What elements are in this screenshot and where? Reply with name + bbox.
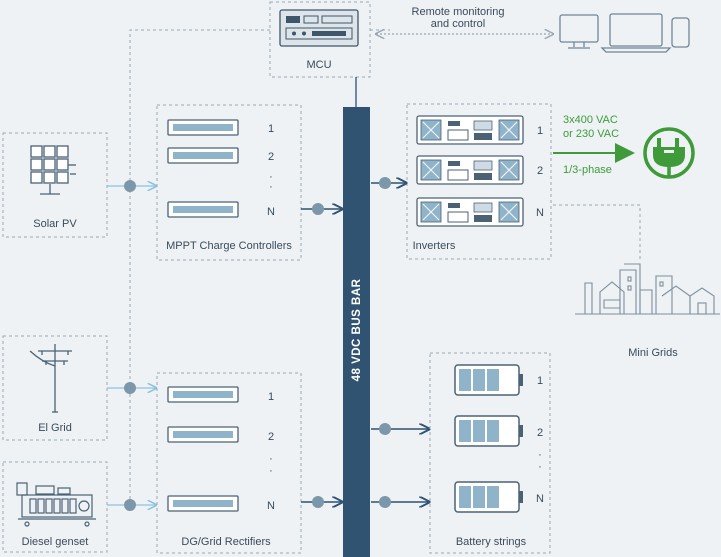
inverter-unit-n [416, 197, 524, 227]
rectifier-ellipsis-2: · [269, 465, 273, 477]
bus-bar [343, 107, 370, 557]
battery-strings-label: Battery strings [456, 536, 527, 548]
mini-grids-label: Mini Grids [628, 347, 678, 359]
plug-icon [643, 127, 695, 179]
monitor-icon [559, 14, 599, 49]
mppt-label: MPPT Charge Controllers [166, 240, 292, 252]
rectifier-unit-2 [167, 426, 239, 443]
mppt-number-n: N [267, 206, 275, 218]
battery-ellipsis-2: · [538, 461, 542, 473]
remote-label-line2: and control [431, 18, 485, 30]
diesel-generator-icon [16, 482, 96, 527]
rectifiers-block[interactable]: 1 2 · · N DG/Grid Rectifiers [156, 372, 302, 554]
solar-panel-icon [30, 145, 76, 195]
battery-number-2: 2 [537, 427, 543, 439]
inverter-number-2: 2 [537, 165, 543, 177]
battery-ellipsis: · [538, 449, 542, 461]
inverters-block[interactable]: 1 2 N Inverters [406, 103, 552, 260]
power-pylon-icon [29, 344, 72, 413]
rectifier-number-n: N [267, 500, 275, 512]
inverter-unit-1 [416, 115, 524, 145]
inverter-number-n: N [536, 207, 544, 219]
controller-icon [279, 9, 359, 47]
rectifier-unit-n [167, 495, 239, 512]
battery-icon [454, 481, 523, 513]
inverter-number-1: 1 [537, 125, 543, 137]
battery-icon [454, 364, 523, 396]
bus-output-connectors [371, 177, 429, 508]
controller-bus-connectors [301, 203, 342, 508]
mppt-ellipsis-2: · [269, 181, 273, 193]
tablet-icon [671, 17, 690, 48]
battery-number-n: N [536, 493, 544, 505]
rectifiers-label: DG/Grid Rectifiers [181, 536, 271, 548]
mcu-block[interactable]: MCU [269, 1, 371, 78]
mppt-number-1: 1 [268, 123, 274, 135]
ac-phase-label: 1/3-phase [563, 164, 612, 176]
solar-pv-label: Solar PV [33, 218, 77, 230]
rectifier-number-2: 2 [268, 431, 274, 443]
battery-number-1: 1 [537, 375, 543, 387]
mppt-block[interactable]: 1 2 · · N MPPT Charge Controllers [156, 104, 302, 261]
ac-voltage-line1: 3x400 VAC [563, 114, 618, 126]
mcu-label: MCU [306, 59, 331, 71]
mppt-unit-1 [167, 119, 239, 136]
laptop-icon [600, 13, 672, 53]
inverters-label: Inverters [413, 240, 456, 252]
mppt-number-2: 2 [268, 151, 274, 163]
mppt-unit-2 [167, 147, 239, 164]
rectifier-unit-1 [167, 386, 239, 403]
rectifier-number-1: 1 [268, 391, 274, 403]
source-connectors [107, 180, 156, 511]
battery-strings-block[interactable]: 1 2 · · N Battery strings [429, 352, 551, 554]
el-grid-block[interactable]: El Grid [2, 335, 108, 441]
diesel-genset-block[interactable]: Diesel genset [2, 461, 108, 553]
dashed-control-links [129, 29, 641, 505]
city-skyline-icon [575, 263, 720, 315]
rectifier-ellipsis: · [269, 453, 273, 465]
mppt-ellipsis: · [269, 171, 273, 183]
inverter-unit-2 [416, 155, 524, 185]
bus-bar-label: 48 VDC BUS BAR [351, 278, 363, 381]
el-grid-label: El Grid [38, 422, 72, 434]
remote-label-line1: Remote monitoring [412, 6, 505, 18]
solar-pv-block[interactable]: Solar PV [2, 132, 108, 238]
battery-icon [454, 415, 523, 447]
ac-voltage-line2: or 230 VAC [563, 128, 619, 140]
diesel-genset-label: Diesel genset [22, 536, 89, 548]
mppt-unit-n [167, 201, 239, 218]
